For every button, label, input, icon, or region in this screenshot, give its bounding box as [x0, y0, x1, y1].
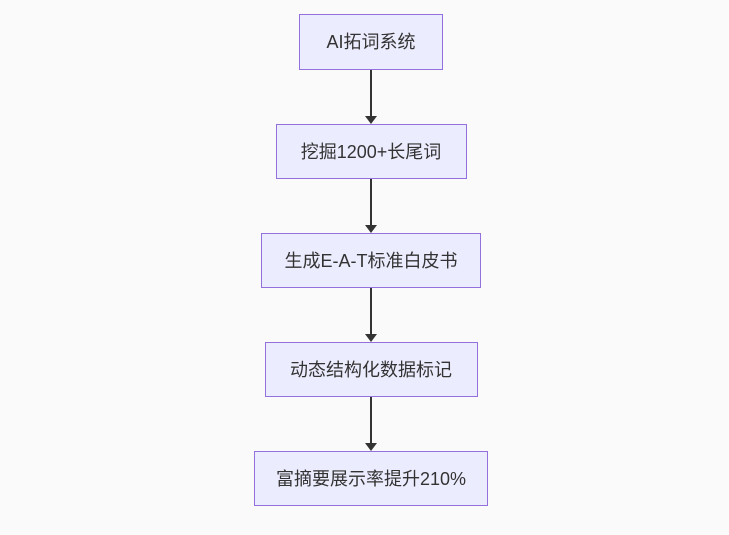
flow-node-label: AI拓词系统 [326, 32, 416, 52]
flow-edge-1 [365, 70, 377, 124]
flow-node-structured-data-markup: 动态结构化数据标记 [264, 342, 478, 397]
flow-edge-4 [365, 397, 377, 451]
flow-node-label: 动态结构化数据标记 [290, 359, 452, 380]
edge-line [370, 70, 372, 117]
arrowhead-down-icon [365, 225, 377, 233]
flow-edge-2 [365, 179, 377, 233]
flow-node-label: 富摘要展示率提升210% [275, 468, 467, 489]
flow-node-label: 挖掘1200+长尾词 [300, 141, 442, 162]
edge-line [370, 179, 372, 226]
arrowhead-down-icon [365, 443, 377, 451]
flow-node-longtail-mining: 挖掘1200+长尾词 [275, 124, 467, 179]
flow-node-rich-snippet-result: 富摘要展示率提升210% [254, 451, 488, 506]
arrowhead-down-icon [365, 334, 377, 342]
flow-edge-3 [365, 288, 377, 342]
edge-line [370, 397, 372, 444]
flow-node-label: 生成E-A-T标准白皮书 [284, 250, 458, 271]
arrowhead-down-icon [365, 116, 377, 124]
flow-node-eat-whitepaper: 生成E-A-T标准白皮书 [261, 233, 481, 288]
flowchart-stack: AI拓词系统 挖掘1200+长尾词 生成E-A-T标准白皮书 动态结构化数据标记 [254, 14, 488, 506]
edge-line [370, 288, 372, 335]
flow-node-ai-word-system: AI拓词系统 [299, 14, 443, 70]
